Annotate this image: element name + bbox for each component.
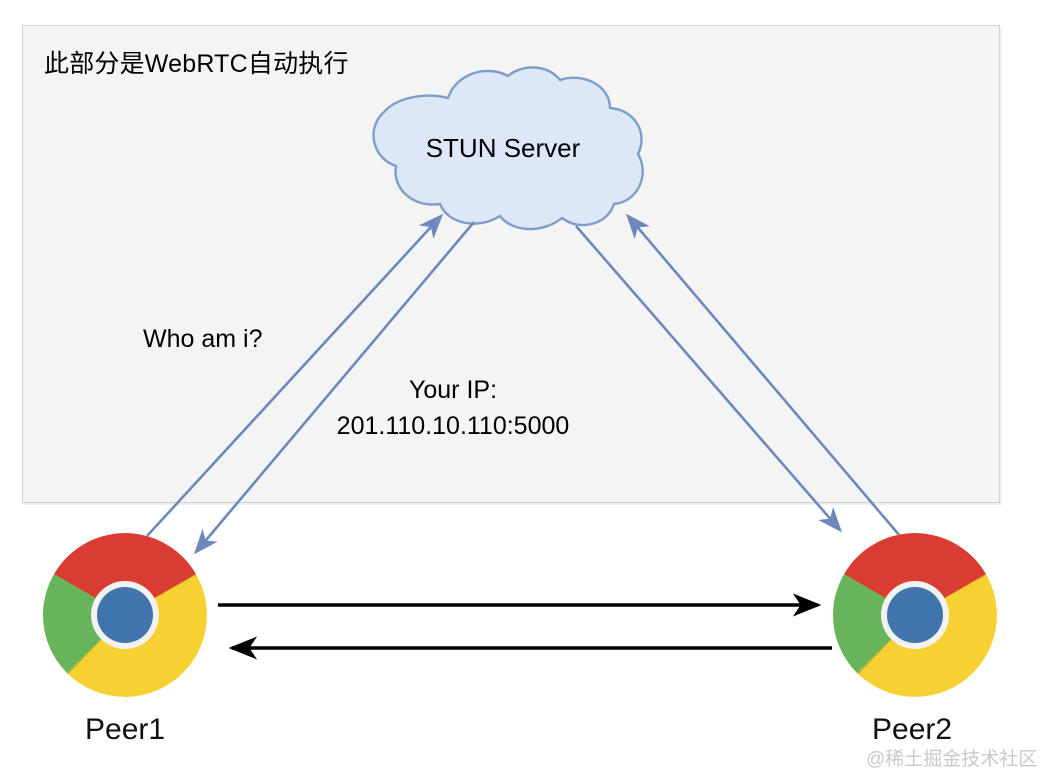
peer2-node [832,532,998,698]
chrome-logo-icon [43,533,207,697]
chrome-logo-icon [833,533,997,697]
arrow-peer2-to-stun [625,213,901,537]
peer2-label: Peer2 [872,713,953,746]
your-ip-line1: Your IP: [408,376,498,404]
arrow-peer1-to-stun [146,213,444,537]
your-ip-line2: 201.110.10.110:5000 [336,412,570,440]
your-ip-label: Your IP: 201.110.10.110:5000 [313,372,593,444]
watermark: @稀土掘金技术社区 [866,749,1038,770]
arrow-stun-to-peer1 [193,221,475,555]
peer1-label: Peer1 [85,713,166,746]
peer1-node [42,532,208,698]
stun-server-cloud [352,62,654,234]
arrow-stun-to-peer2 [575,225,843,533]
who-am-i-label: Who am i? [143,325,263,353]
panel-title: 此部分是WebRTC自动执行 [44,50,349,78]
